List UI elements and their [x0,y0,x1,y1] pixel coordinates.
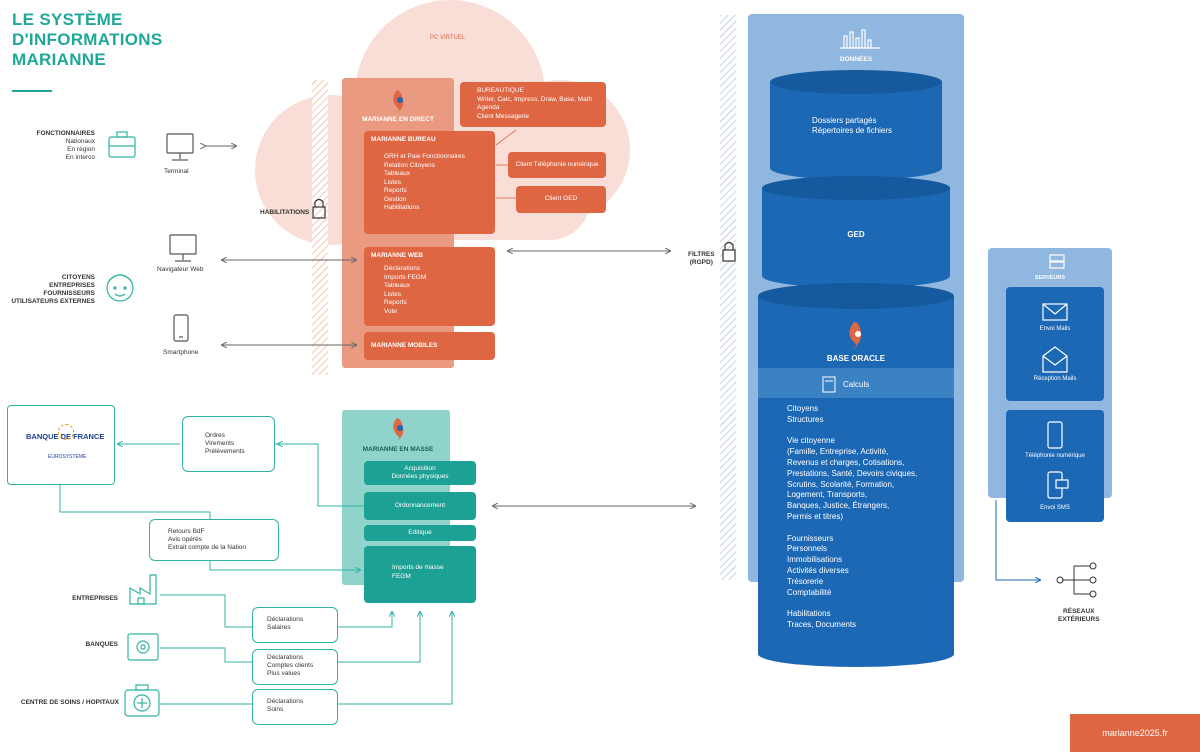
calculs-label: Calculs [843,380,870,389]
terminal-label: Terminal [164,168,189,175]
marianne-bureau-title: MARIANNE BUREAU [371,136,436,143]
envoi-mail-icon [1042,303,1068,321]
fonctionnaires-title: FONCTIONNAIRES [36,130,96,137]
marianne-logo-masse [393,418,404,440]
acquisition-box[interactable]: Acquisition Données physiques [364,461,476,485]
cylinder-dossiers [770,70,942,180]
serveurs-title: SERVEURS [1034,275,1066,281]
ged-label: GED [847,230,865,239]
ordonnancement-box[interactable]: Ordonnancement [364,492,476,520]
entreprises-decl-box[interactable]: Déclarations Salaires [252,607,338,643]
habilitations-label: HABILITATIONS [260,209,310,216]
dossiers-label: Dossiers partagés Répertoires de fichier… [812,116,893,135]
citoyens-label: CITOYENS ENTREPRISES FOURNISSEURS UTILIS… [11,274,95,305]
ordres-box[interactable]: Ordres Virements Prélèvements [182,416,275,472]
marianne-web-items: Déclarations Imports FEGM Tableaux Liste… [384,265,427,315]
client-telephonie-box[interactable]: Client Téléphonie numérique [508,152,606,178]
bureautique-box[interactable]: BUREAUTIQUE Writer, Calc, Impress, Draw,… [460,82,606,127]
entreprises-decl-label: Déclarations Salaires [267,616,304,631]
habilitations-barrier [312,80,328,375]
retours-box[interactable]: Retours BdF Avis opérés Extrait compte d… [149,519,279,561]
client-ged-box[interactable]: Client GED [516,186,606,213]
imports-box[interactable]: Imports de masse FEGM [364,546,476,603]
telephonie-label[interactable]: Téléphonie numérique [1025,453,1085,459]
browser-icon [169,234,197,262]
oracle-label: BASE ORACLE [826,354,886,363]
telephone-icon [1047,421,1063,449]
fonctionnaires-sub: Nationaux En région En interco [65,138,95,161]
bdf-sun-icon [58,424,74,440]
marianne-logo-direct [393,90,404,112]
page-title: LE SYSTÈME D'INFORMATIONS MARIANNE [12,10,163,69]
client-telephonie-label: Client Téléphonie numérique [515,160,599,168]
banques-label: BANQUES [85,641,118,648]
donnees-title: DONNÉES [839,56,873,63]
entreprises-label: ENTREPRISES [72,595,118,602]
serveur-icon [1049,254,1065,269]
donnees-chart-icon [840,29,880,49]
marianne-web-title: MARIANNE WEB [371,252,423,259]
soins-label: CENTRE DE SOINS / HOPITAUX [20,699,119,706]
safe-icon [127,633,159,661]
banque-de-france-box[interactable]: BANQUE DE FRANCE EUROSYSTÈME [7,405,115,485]
smartphone-icon [173,314,189,342]
bdf-sub: EUROSYSTÈME [48,454,87,460]
reception-mail-icon [1042,346,1068,373]
terminal-icon [166,133,194,161]
calculator-icon [822,376,836,393]
marianne-mobiles-box[interactable]: MARIANNE MOBILES [364,332,495,360]
client-ged-label: Client GED [544,195,578,203]
marianne-bureau-items: GRH et Paie Fonctionnaires Relation Cito… [384,153,465,211]
envoi-mails-label[interactable]: Envoi Mails [1039,326,1071,332]
title-underline [12,90,52,92]
marianne-web-box[interactable]: MARIANNE WEB Déclarations Imports FEGM T… [364,247,495,326]
footer-link[interactable]: marianne2025.fr [1070,714,1200,752]
factory-icon [129,574,157,605]
marianne-masse-label: MARIANNE EN MASSE [362,446,434,453]
briefcase-icon [108,131,136,158]
marianne-mobiles-label: MARIANNE MOBILES [371,342,438,349]
imports-label: Imports de masse FEGM [392,564,444,580]
ordres-label: Ordres Virements Prélèvements [205,432,245,455]
medical-kit-icon [124,684,160,717]
acquisition-label: Acquisition Données physiques [391,464,449,481]
editique-label: Editique [408,528,432,536]
habilitations-lock-icon [312,198,326,219]
citizen-face-icon [106,274,134,302]
ordonnancement-label: Ordonnancement [394,501,446,509]
navigateur-label: Navigateur Web [157,266,204,273]
reseaux-label: RÉSEAUX EXTÉRIEURS [1058,608,1100,623]
marianne-bureau-box[interactable]: MARIANNE BUREAU GRH et Paie Fonctionnair… [364,131,495,234]
filtres-label: FILTRES (RGPD) [688,251,715,266]
banques-decl-box[interactable]: Déclarations Comptes clients Plus values [252,649,338,685]
cylinder-ged [762,176,950,288]
pc-virtuel-label: PC VIRTUEL [430,35,466,41]
soins-decl-label: Déclarations Soins [267,698,304,713]
smartphone-label: Smartphone [163,349,199,356]
marianne-logo-oracle [849,322,862,348]
envoi-sms-label[interactable]: Envoi SMS [1040,505,1070,511]
reseaux-network-icon [1056,562,1097,598]
oracle-items: Citoyens Structures Vie citoyenne (Famil… [787,404,918,629]
editique-box[interactable]: Editique [364,525,476,541]
marianne-direct-label: MARIANNE EN DIRECT [362,116,434,123]
cylinder-oracle [758,283,954,667]
filtres-barrier [720,15,736,580]
reception-mails-label[interactable]: Réception Mails [1033,376,1077,382]
retours-label: Retours BdF Avis opérés Extrait compte d… [168,528,247,551]
sms-icon [1047,471,1069,499]
banques-decl-label: Déclarations Comptes clients Plus values [267,654,314,677]
bureautique-text: BUREAUTIQUE Writer, Calc, Impress, Draw,… [477,87,593,120]
soins-decl-box[interactable]: Déclarations Soins [252,689,338,725]
filtres-lock-icon [722,241,736,262]
